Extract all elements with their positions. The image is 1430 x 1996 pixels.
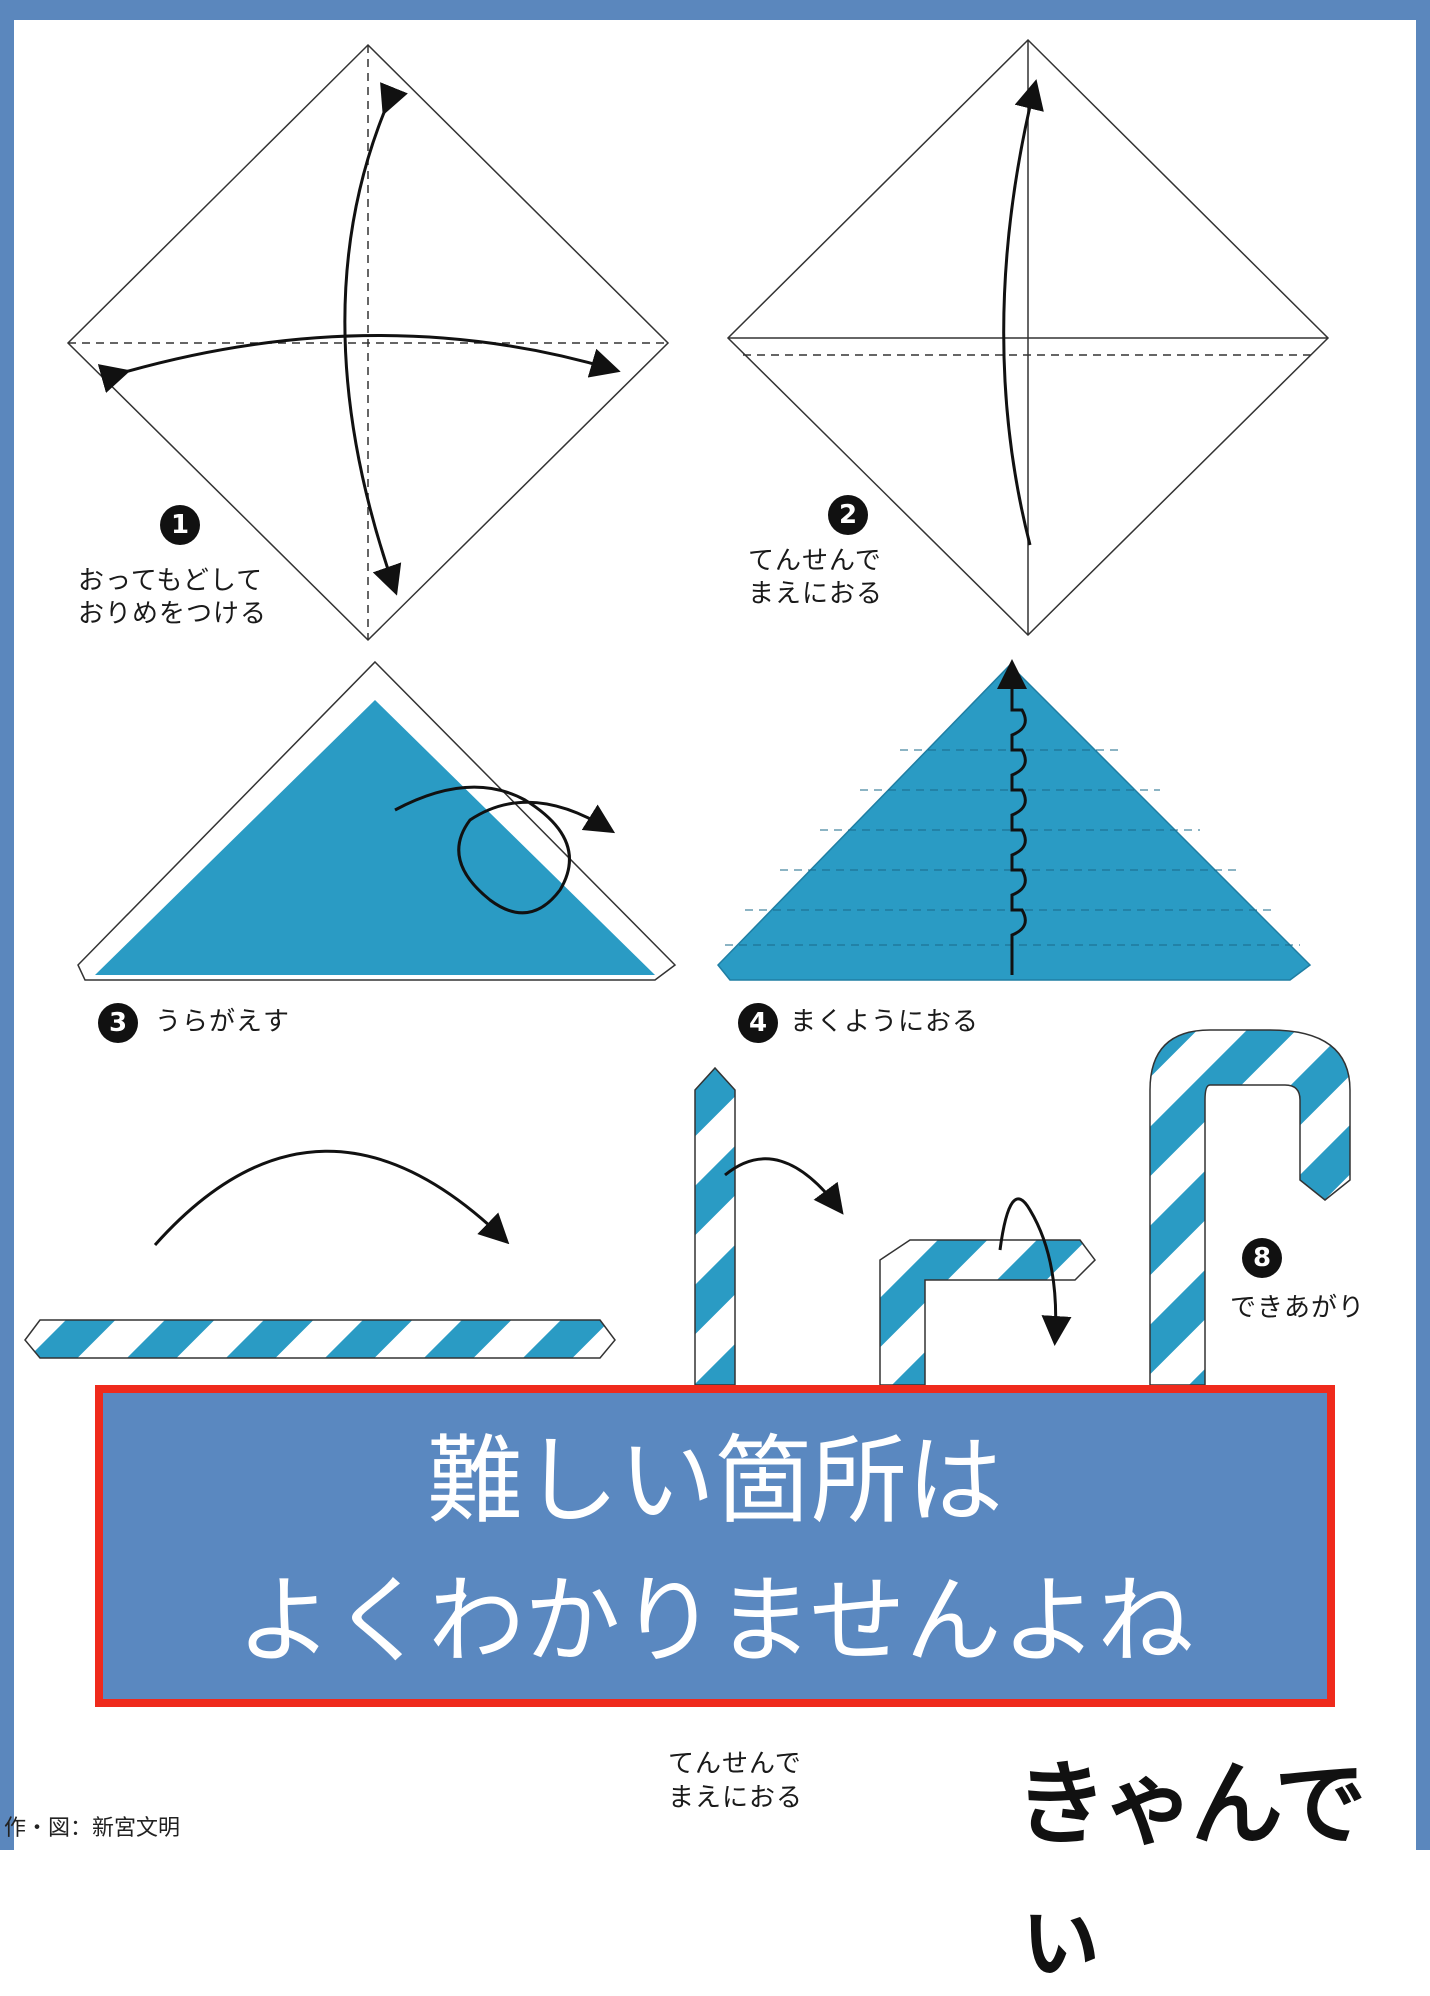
step2-number: 2 [828, 495, 868, 535]
diagram-title: きゃんでぃ [1015, 1751, 1366, 1991]
step3-number: 3 [98, 1003, 138, 1043]
step5-figure [24, 1149, 616, 1359]
step2-caption-line1: てんせんで [748, 546, 882, 576]
step6-figure [694, 1066, 844, 1386]
frame-top-border [0, 0, 1430, 20]
step7-figure [879, 1197, 1096, 1386]
frame-left-border [0, 0, 14, 1850]
step1-number: 1 [160, 505, 200, 545]
step1-caption-line2: おりめをつける [78, 599, 268, 629]
step3-caption: うらがえす [155, 1007, 291, 1037]
bottom-caption-line2: まえにおる [668, 1783, 804, 1813]
step4-number: 4 [738, 1003, 778, 1043]
step4-figure [717, 659, 1312, 981]
step8-figure [1149, 1029, 1351, 1386]
frame-right-border [1416, 0, 1430, 1850]
step3-figure [77, 660, 677, 981]
step4-caption: まくようにおる [790, 1007, 980, 1037]
bottom-caption-line1: てんせんで [668, 1749, 802, 1779]
overlay-line1: 難しい箇所は [427, 1425, 1003, 1537]
step2-caption-line2: まえにおる [748, 579, 884, 609]
origami-diagram [24, 38, 1351, 1386]
step8-caption: できあがり [1230, 1293, 1366, 1323]
step1-caption-line1: おってもどして [78, 566, 264, 596]
step2-figure [726, 38, 1330, 637]
overlay-banner: 難しい箇所は よくわかりませんよね [95, 1385, 1335, 1707]
step8-number: 8 [1242, 1238, 1282, 1278]
step1-figure [66, 43, 670, 642]
overlay-line2: よくわかりませんよね [236, 1565, 1194, 1677]
credit-text: 作・図：新宮文明 [4, 1816, 181, 1841]
